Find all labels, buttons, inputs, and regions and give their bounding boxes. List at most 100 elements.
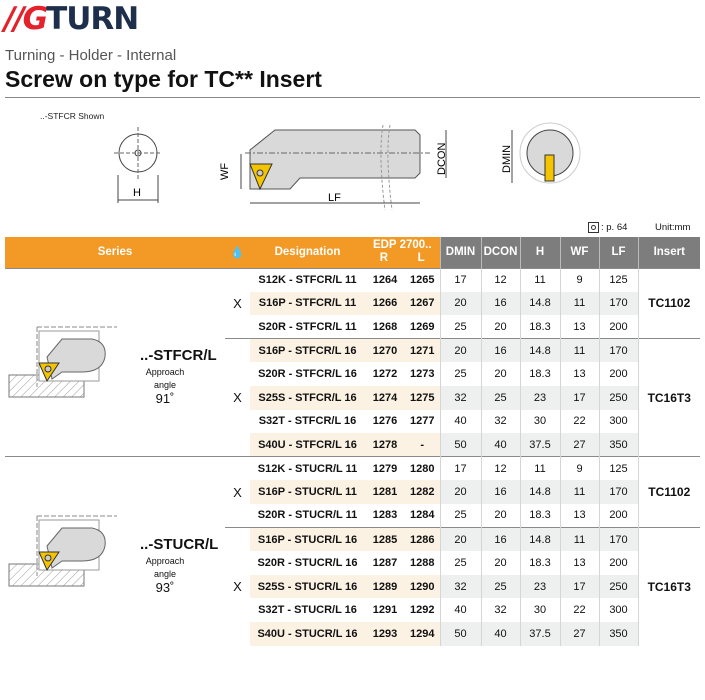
edp-r-cell: 1274 <box>365 385 405 410</box>
edp-r-cell: 1293 <box>365 621 405 646</box>
svg-text:DMIN: DMIN <box>501 145 513 173</box>
dcon-cell: 32 <box>480 598 520 622</box>
h-cell: 14.8 <box>519 291 560 316</box>
dmin-cell: 17 <box>439 456 481 481</box>
lf-cell: 350 <box>598 621 638 646</box>
wf-cell: 13 <box>559 551 599 575</box>
dmin-cell: 25 <box>439 503 481 528</box>
series-name: ..-STFCR/L <box>140 347 217 365</box>
dmin-cell: 20 <box>439 338 481 363</box>
designation-cell: S32T - STUCR/L 16 <box>258 604 357 617</box>
designation-cell: S12K - STFCR/L 11 <box>250 267 365 292</box>
edp-l-cell: 1280 <box>405 456 440 481</box>
designation-cell: S16P - STUCR/L 16 <box>250 527 365 552</box>
h-cell: 30 <box>519 598 560 622</box>
edp-r-cell: 1281 <box>365 480 405 504</box>
series-drawing <box>8 515 117 587</box>
edp-r-cell: 1279 <box>365 456 405 481</box>
designation-cell: S32T - STFCR/L 16 <box>258 415 357 428</box>
col-designation: Designation <box>250 237 365 268</box>
svg-text:DCON: DCON <box>436 143 448 175</box>
edp-r-cell: 1272 <box>372 368 398 381</box>
dmin-cell: 50 <box>439 621 481 646</box>
edp-l-cell: 1269 <box>410 320 435 333</box>
insert-cell: TC1102 <box>637 456 700 528</box>
designation-cell: S16P - STFCR/L 16 <box>250 338 365 363</box>
h-cell: 18.3 <box>519 503 560 528</box>
insert-cell: TC1102 <box>637 267 700 339</box>
divider <box>5 97 700 98</box>
edp-l-cell: 1288 <box>410 556 435 569</box>
col-series: Series <box>5 237 225 268</box>
designation-cell: S20R - STFCR/L 11 <box>258 320 357 333</box>
insert-cell: TC16T3 <box>637 527 700 646</box>
wf-cell: 9 <box>559 267 599 292</box>
edp-l-cell: 1267 <box>405 291 440 316</box>
front-view: DMIN <box>501 122 581 184</box>
lf-cell: 200 <box>598 362 638 386</box>
unit-label: Unit:mm <box>655 222 691 233</box>
col-insert: Insert <box>637 237 700 268</box>
edp-l-cell: 1290 <box>405 574 440 599</box>
h-cell: 18.3 <box>519 551 560 575</box>
wf-cell: 27 <box>559 621 599 646</box>
dmin-cell: 20 <box>439 527 481 552</box>
reference-note: : p. 64 <box>588 222 627 233</box>
dcon-cell: 25 <box>480 385 520 410</box>
dmin-cell: 40 <box>439 598 481 622</box>
col-dcon: DCON <box>480 237 520 268</box>
dcon-cell: 40 <box>480 621 520 646</box>
col-dmin: DMIN <box>439 237 481 268</box>
holder-drawing: H WF LF DCON DMIN <box>114 122 581 211</box>
series-name: ..-STUCR/L <box>140 536 219 554</box>
edp-r-cell: 1264 <box>365 267 405 292</box>
h-cell: 11 <box>519 267 560 292</box>
edp-l-cell: 1265 <box>405 267 440 292</box>
dmin-cell: 25 <box>439 315 481 339</box>
series-drawing <box>8 326 117 398</box>
h-cell: 18.3 <box>519 315 560 339</box>
svg-text:H: H <box>133 187 141 199</box>
coolant-mark: X <box>225 527 250 646</box>
edp-l-cell: 1286 <box>405 527 440 552</box>
dcon-cell: 20 <box>480 503 520 528</box>
edp-l-cell: 1282 <box>405 480 440 504</box>
lf-cell: 200 <box>598 503 638 528</box>
designation-cell: S16P - STFCR/L 11 <box>250 291 365 316</box>
coolant-mark: X <box>225 456 250 528</box>
edp-r-cell: 1283 <box>372 509 398 522</box>
dmin-cell: 20 <box>439 291 481 316</box>
lf-cell: 200 <box>598 551 638 575</box>
col-wf: WF <box>559 237 599 268</box>
lf-cell: 300 <box>598 598 638 622</box>
dmin-cell: 40 <box>439 409 481 434</box>
edp-r-cell: 1289 <box>365 574 405 599</box>
dcon-cell: 20 <box>480 362 520 386</box>
coolant-mark: X <box>225 338 250 457</box>
page-subtitle: Turning - Holder - Internal <box>5 47 177 64</box>
h-cell: 37.5 <box>519 433 560 457</box>
dcon-cell: 20 <box>480 315 520 339</box>
lf-cell: 250 <box>598 385 638 410</box>
wf-cell: 13 <box>559 362 599 386</box>
dcon-cell: 12 <box>480 456 520 481</box>
lf-cell: 250 <box>598 574 638 599</box>
dmin-cell: 32 <box>439 385 481 410</box>
lf-cell: 350 <box>598 433 638 457</box>
lf-cell: 200 <box>598 315 638 339</box>
dcon-cell: 16 <box>480 338 520 363</box>
designation-cell: S40U - STFCR/L 16 <box>250 433 365 457</box>
h-cell: 11 <box>519 456 560 481</box>
edp-l-cell: 1294 <box>405 621 440 646</box>
